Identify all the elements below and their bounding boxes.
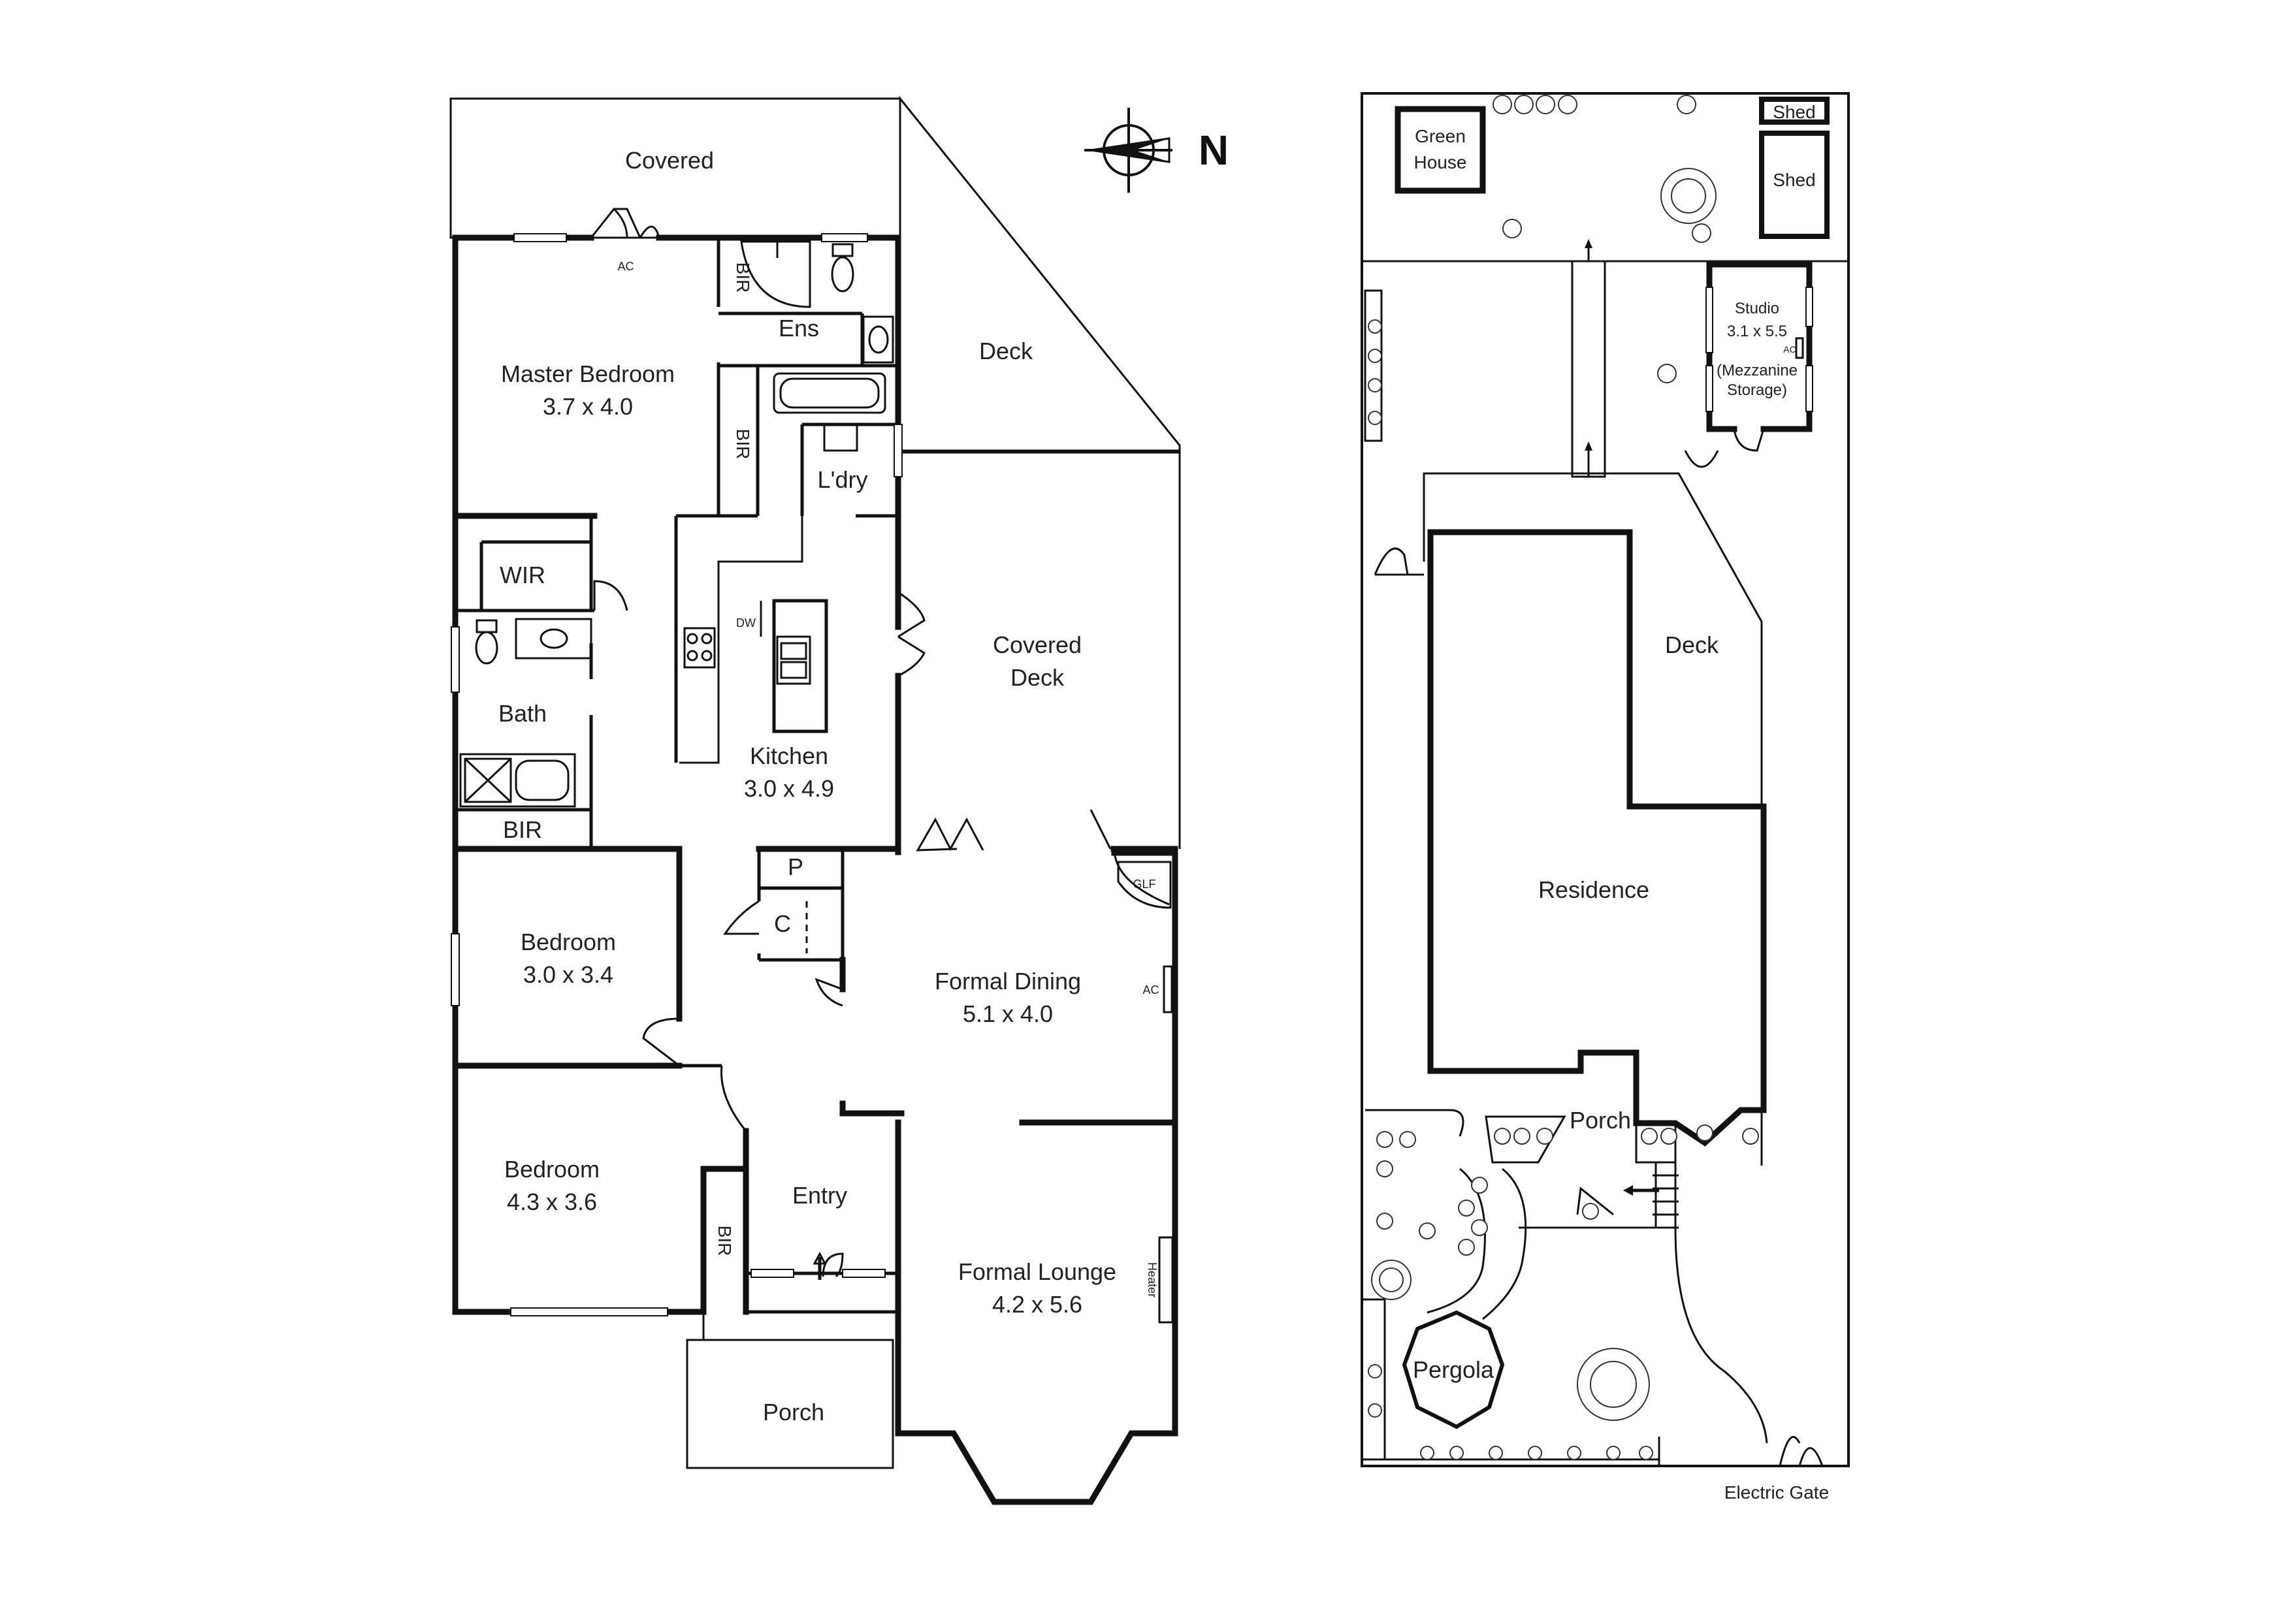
driveway-curve	[1674, 1227, 1768, 1444]
shed-small-outline	[1759, 97, 1830, 125]
covered-deck-label-2: Deck	[1010, 664, 1065, 691]
mezzanine-label-2: Storage)	[1727, 381, 1787, 399]
studio-ac-label: AC	[1783, 344, 1796, 355]
dw-label: DW	[736, 616, 756, 629]
glf-label: GLF	[1133, 878, 1155, 891]
shrub-icon	[1368, 95, 1759, 1460]
pergola-outline	[1402, 1310, 1505, 1429]
studio-size: 3.1 x 5.5	[1727, 323, 1787, 340]
kitchen-label: Kitchen	[750, 742, 828, 769]
bir-bed3-label: BIR	[715, 1226, 735, 1256]
bedroom3-size: 4.3 x 3.6	[507, 1188, 597, 1215]
house-floor-plan: Covered Master Bedroom 3.7 x 4.0 AC BIR …	[449, 95, 1181, 1505]
residence-outline	[1427, 529, 1767, 1147]
cupboard-label: C	[774, 910, 791, 937]
site-porch-label: Porch	[1570, 1107, 1631, 1134]
electric-gate-icon	[1779, 1436, 1824, 1467]
shed-large-outline	[1759, 131, 1830, 239]
bir-master-label: BIR	[733, 429, 753, 460]
exterior-wall-rear	[656, 234, 901, 596]
heater-label: Heater	[1146, 1262, 1159, 1298]
studio-outline	[1706, 261, 1813, 432]
site-deck-outline	[1423, 472, 1763, 1166]
bedroom2-size: 3.0 x 3.4	[523, 961, 613, 988]
formal-lounge-label: Formal Lounge	[958, 1258, 1116, 1285]
bir-top-label: BIR	[733, 263, 753, 293]
porch-garden-bed	[1485, 1115, 1566, 1164]
wir-label: WIR	[500, 562, 545, 588]
compass-north-label: N	[1199, 127, 1229, 174]
covered-deck-outline	[900, 449, 1181, 849]
site-boundary	[1361, 92, 1850, 1467]
ac-dining-label: AC	[1142, 983, 1159, 996]
interior-walls	[452, 238, 1178, 1315]
studio-label: Studio	[1735, 300, 1779, 317]
residence-label: Residence	[1538, 876, 1649, 903]
shed-small-label: Shed	[1773, 102, 1815, 122]
windows	[451, 233, 903, 1316]
bir-bath-label: BIR	[503, 816, 542, 843]
pantry-label: P	[788, 853, 803, 880]
bath-label: Bath	[498, 700, 547, 727]
laundry-label: L'dry	[818, 466, 868, 493]
studio-path-arc	[1684, 450, 1719, 468]
bedroom2-label: Bedroom	[521, 929, 616, 955]
master-bedroom-size: 3.7 x 4.0	[543, 393, 633, 420]
ens-label: Ens	[779, 315, 819, 342]
entry-walk-edge	[1576, 1186, 1614, 1216]
covered-label: Covered	[625, 147, 714, 174]
site-deck-label: Deck	[1665, 631, 1719, 658]
pergola-label: Pergola	[1413, 1356, 1494, 1383]
kitchen-size: 3.0 x 4.9	[744, 775, 834, 802]
master-bedroom-label: Master Bedroom	[501, 360, 675, 387]
shed-large-label: Shed	[1773, 170, 1815, 190]
compass: N	[1084, 108, 1229, 193]
side-door	[1374, 547, 1409, 575]
ac-master-label: AC	[617, 260, 634, 273]
green-house-label-2: House	[1414, 152, 1467, 172]
formal-dining-label: Formal Dining	[935, 968, 1081, 995]
front-garden-bed	[1365, 1109, 1464, 1137]
mezzanine-label-1: (Mezzanine	[1717, 362, 1798, 379]
formal-dining-size: 5.1 x 4.0	[963, 1000, 1053, 1027]
entry-label: Entry	[792, 1182, 847, 1209]
bedroom3-label: Bedroom	[504, 1156, 600, 1183]
formal-lounge-size: 4.2 x 5.6	[992, 1291, 1082, 1318]
north-arrow-icon	[1084, 108, 1172, 193]
green-house-outline	[1395, 106, 1486, 194]
green-house-label-1: Green	[1415, 126, 1466, 146]
site-plan: Green House Shed Shed Studio 3.1 x 5.5 A…	[1361, 92, 1850, 1503]
exterior-wall-lounge	[895, 850, 1178, 1505]
tree-icon	[1371, 168, 1717, 1421]
porch-label: Porch	[763, 1399, 824, 1425]
covered-deck-label-1: Covered	[993, 631, 1082, 658]
fixtures	[459, 240, 1174, 1324]
doors	[590, 208, 1170, 1278]
electric-gate-label: Electric Gate	[1724, 1482, 1829, 1503]
deck-label: Deck	[979, 338, 1033, 364]
